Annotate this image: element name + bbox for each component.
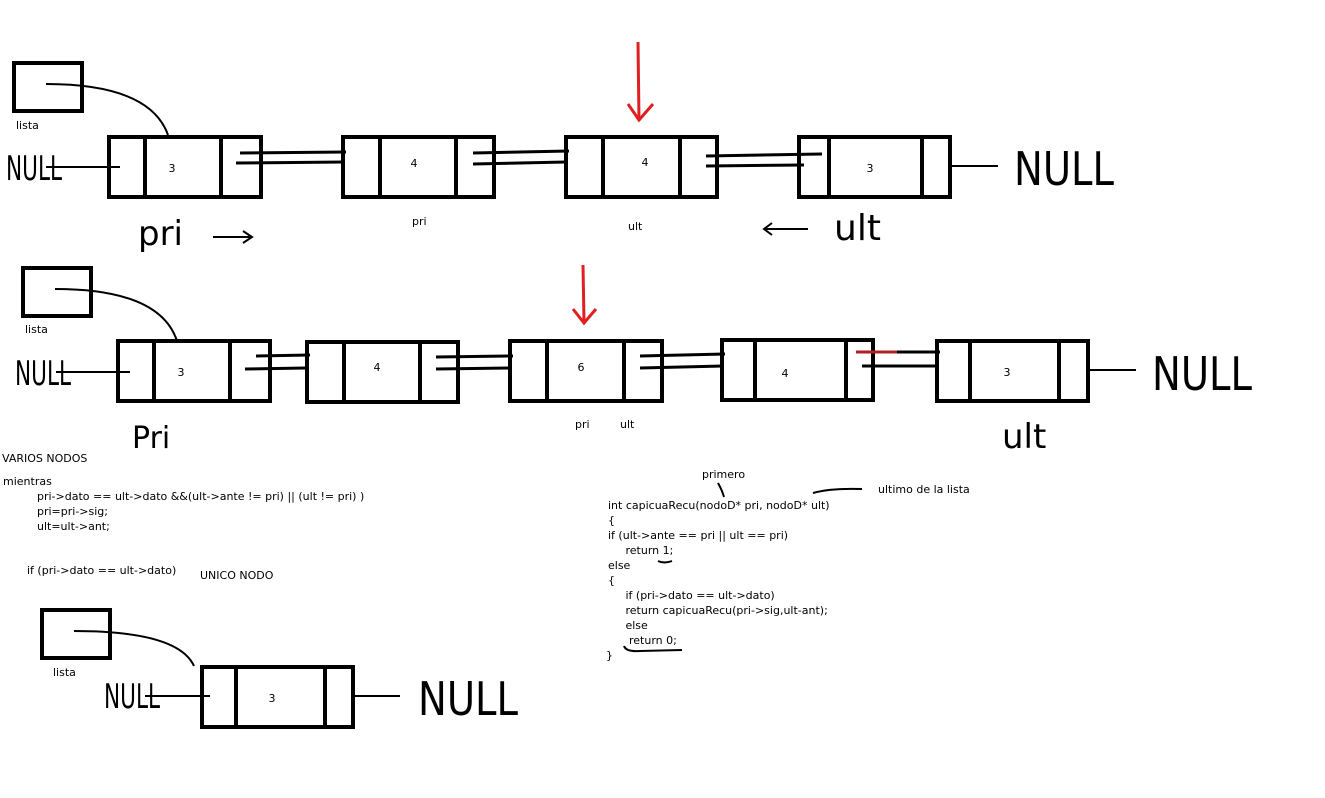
row1-head-box xyxy=(12,61,84,113)
row2-pri-hand: Pri xyxy=(132,421,170,456)
row1-pri-hand: pri xyxy=(138,214,183,254)
annotation-ultimo: ultimo de la lista xyxy=(878,483,970,496)
row2-pri-label: pri xyxy=(575,418,590,431)
code-line: { xyxy=(608,514,615,527)
mientras-label: mientras xyxy=(3,475,52,488)
code-line: return capicuaRecu(pri->sig,ult-ant); xyxy=(608,604,828,617)
row2-node-value: 4 xyxy=(782,367,789,380)
code-block: primero ultimo de la lista int capicuaRe… xyxy=(606,468,970,662)
code-line: { xyxy=(608,574,615,587)
code-line: else xyxy=(608,619,648,632)
row2-ult-label: ult xyxy=(620,418,635,431)
row1-node: 4 xyxy=(341,135,496,199)
row1-head-label: lista xyxy=(16,119,39,132)
row1-red-arrow xyxy=(626,41,655,123)
row2-node-value: 4 xyxy=(374,361,381,374)
row1-ult-hand: ult xyxy=(834,208,881,249)
row1-head-pointer xyxy=(45,83,169,136)
row3-head-label: lista xyxy=(53,666,76,679)
row2-left-null: NULL xyxy=(15,354,71,394)
row2-node-value: 3 xyxy=(1004,366,1011,379)
row1-right-null: NULL xyxy=(1014,142,1114,196)
row3-head-pointer xyxy=(73,630,195,667)
code-line: if (pri->dato == ult->dato) xyxy=(608,589,775,602)
unico-nodo-title: UNICO NODO xyxy=(200,569,274,582)
row2-node: 3 xyxy=(116,339,272,403)
row1-node-value: 4 xyxy=(411,157,418,170)
row3-node-value: 3 xyxy=(269,692,276,705)
if-line: if (pri->dato == ult->dato) xyxy=(27,564,176,577)
loop-line: ult=ult->ant; xyxy=(37,520,110,533)
row2-node-value: 3 xyxy=(178,366,185,379)
row1-node: 4 xyxy=(564,135,719,199)
row3-right-null: NULL xyxy=(418,672,518,726)
code-line: } xyxy=(606,649,613,662)
row3-node: 3 xyxy=(200,665,355,729)
row1-pri-label: pri xyxy=(412,215,427,228)
row1-node-value: 3 xyxy=(867,162,874,175)
code-line: return 1; xyxy=(608,544,673,557)
code-line: if (ult->ante == pri || ult == pri) xyxy=(608,529,788,542)
row2-node: 3 xyxy=(935,339,1090,403)
row1-node-value: 3 xyxy=(169,162,176,175)
row1-node: 3 xyxy=(107,135,263,199)
row2: lista NULL 3 4 6 4 xyxy=(15,264,1252,457)
row3-head-box xyxy=(40,608,112,660)
row1-ult-label: ult xyxy=(628,220,643,233)
row2-node-value: 6 xyxy=(578,361,585,374)
varios-nodos-title: VARIOS NODOS xyxy=(2,452,87,465)
row2-right-null: NULL xyxy=(1152,347,1252,401)
row1-node-value: 4 xyxy=(642,156,649,169)
row3: lista NULL 3 NULL xyxy=(40,608,518,729)
row2-node: 4 xyxy=(720,338,875,402)
annotation-primero: primero xyxy=(702,468,745,481)
row1-node: 3 xyxy=(797,135,952,199)
row2-head-box xyxy=(21,266,93,318)
notes: VARIOS NODOS mientras pri->dato == ult->… xyxy=(2,452,364,582)
loop-line: pri->dato == ult->dato &&(ult->ante != p… xyxy=(37,490,364,503)
row2-ult-hand: ult xyxy=(1002,417,1046,457)
row1-left-null: NULL xyxy=(6,149,62,189)
row1-links xyxy=(235,149,823,168)
row2-head-pointer xyxy=(54,288,178,342)
row2-node: 4 xyxy=(305,340,460,404)
row1: lista NULL 3 4 4 3 xyxy=(6,41,1114,254)
code-line: int capicuaRecu(nodoD* pri, nodoD* ult) xyxy=(608,499,830,512)
row2-node: 6 xyxy=(508,339,664,403)
row2-head-label: lista xyxy=(25,323,48,336)
code-line: return 0; xyxy=(608,634,677,647)
row2-red-arrow xyxy=(571,264,598,326)
annotation-ultimo-stroke xyxy=(812,487,863,494)
loop-line: pri=pri->sig; xyxy=(37,505,108,518)
row2-links xyxy=(244,350,940,371)
code-line: else xyxy=(608,559,631,572)
